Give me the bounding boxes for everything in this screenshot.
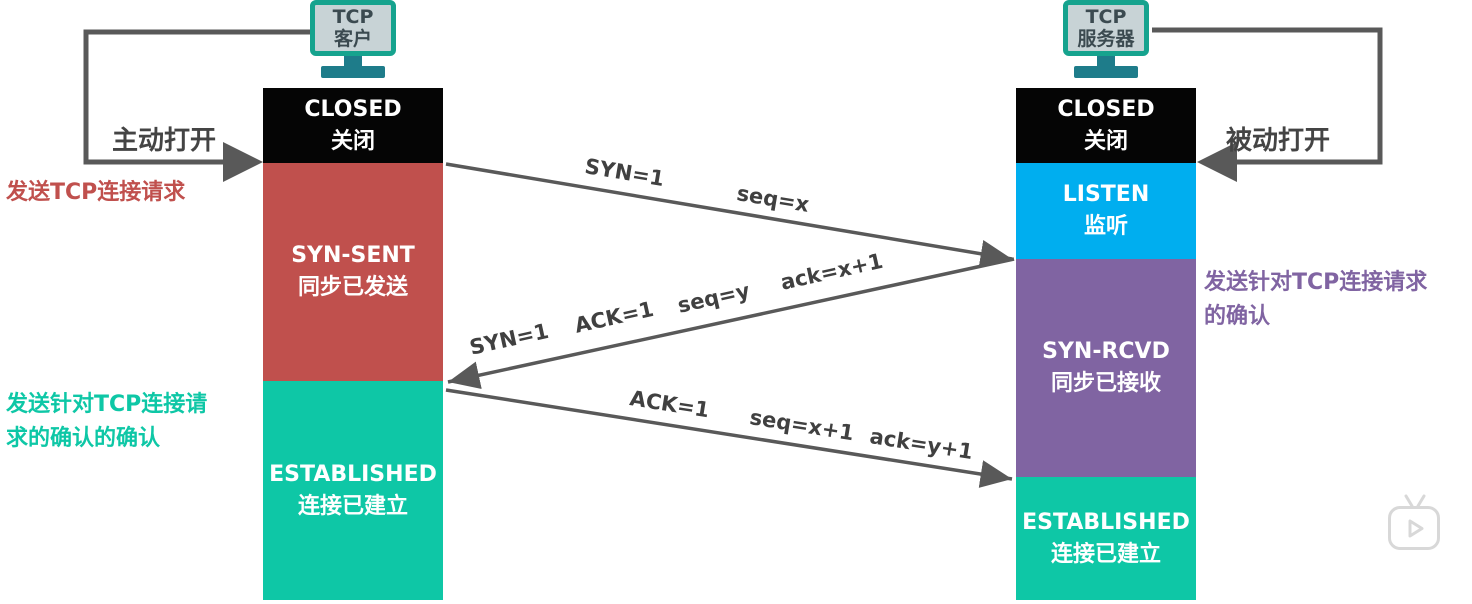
client-monitor-neck bbox=[344, 56, 362, 66]
client-synsent-en: SYN-SENT bbox=[291, 243, 415, 268]
client-closed-zh: 关闭 bbox=[330, 128, 375, 154]
server-closed-zh: 关闭 bbox=[1083, 128, 1128, 154]
client-estab-zh: 连接已建立 bbox=[297, 493, 408, 519]
client-synsent-zh: 同步已发送 bbox=[297, 275, 408, 300]
server-open-arrow bbox=[1152, 27, 1383, 182]
server-monitor-base bbox=[1074, 66, 1138, 78]
syn-arrow bbox=[445, 162, 1013, 268]
server-device-icon: TCP 服务器 bbox=[1063, 0, 1149, 56]
server-state-established: ESTABLISHED 连接已建立 bbox=[1016, 477, 1196, 600]
syn-ack-arrow bbox=[447, 257, 1015, 389]
client-device-icon: TCP 客户 bbox=[310, 0, 396, 56]
client-note-ack-of-ack-line2: 求的确认的确认 bbox=[6, 426, 161, 451]
server-open-label: 被动打开 bbox=[1226, 126, 1331, 156]
client-state-syn-sent: SYN-SENT 同步已发送 bbox=[263, 163, 443, 381]
video-player-icon bbox=[1388, 506, 1440, 550]
watermark-antenna-icon bbox=[1404, 494, 1426, 508]
client-open-arrow bbox=[83, 29, 310, 182]
server-state-closed: CLOSED 关闭 bbox=[1016, 88, 1196, 163]
server-rcvd-en: SYN-RCVD bbox=[1042, 339, 1170, 364]
client-note-ack-of-ack-line1: 发送针对TCP连接请 bbox=[6, 392, 208, 417]
server-device-line1: TCP bbox=[1085, 6, 1127, 28]
server-monitor-neck bbox=[1097, 56, 1115, 66]
server-estab-zh: 连接已建立 bbox=[1050, 541, 1161, 567]
server-listen-zh: 监听 bbox=[1083, 214, 1128, 239]
client-monitor-base bbox=[321, 66, 385, 78]
server-estab-en: ESTABLISHED bbox=[1022, 509, 1190, 535]
client-note-send-request: 发送TCP连接请求 bbox=[6, 180, 186, 205]
server-device-line2: 服务器 bbox=[1077, 28, 1135, 50]
client-state-closed: CLOSED 关闭 bbox=[263, 88, 443, 163]
client-open-label: 主动打开 bbox=[112, 126, 217, 156]
server-rcvd-zh: 同步已接收 bbox=[1050, 371, 1161, 396]
server-state-listen: LISTEN 监听 bbox=[1016, 163, 1196, 259]
server-closed-en: CLOSED bbox=[1057, 96, 1155, 122]
server-state-syn-rcvd: SYN-RCVD 同步已接收 bbox=[1016, 259, 1196, 477]
client-closed-en: CLOSED bbox=[304, 96, 402, 122]
server-note-ack-line2: 的确认 bbox=[1204, 304, 1271, 329]
client-state-established: ESTABLISHED 连接已建立 bbox=[263, 381, 443, 600]
client-device-line1: TCP bbox=[332, 6, 374, 28]
client-device-line2: 客户 bbox=[333, 28, 372, 50]
server-listen-en: LISTEN bbox=[1062, 182, 1150, 207]
server-note-ack-line1: 发送针对TCP连接请求 bbox=[1204, 270, 1428, 295]
client-estab-en: ESTABLISHED bbox=[269, 461, 437, 487]
ack-arrow bbox=[445, 388, 1013, 488]
